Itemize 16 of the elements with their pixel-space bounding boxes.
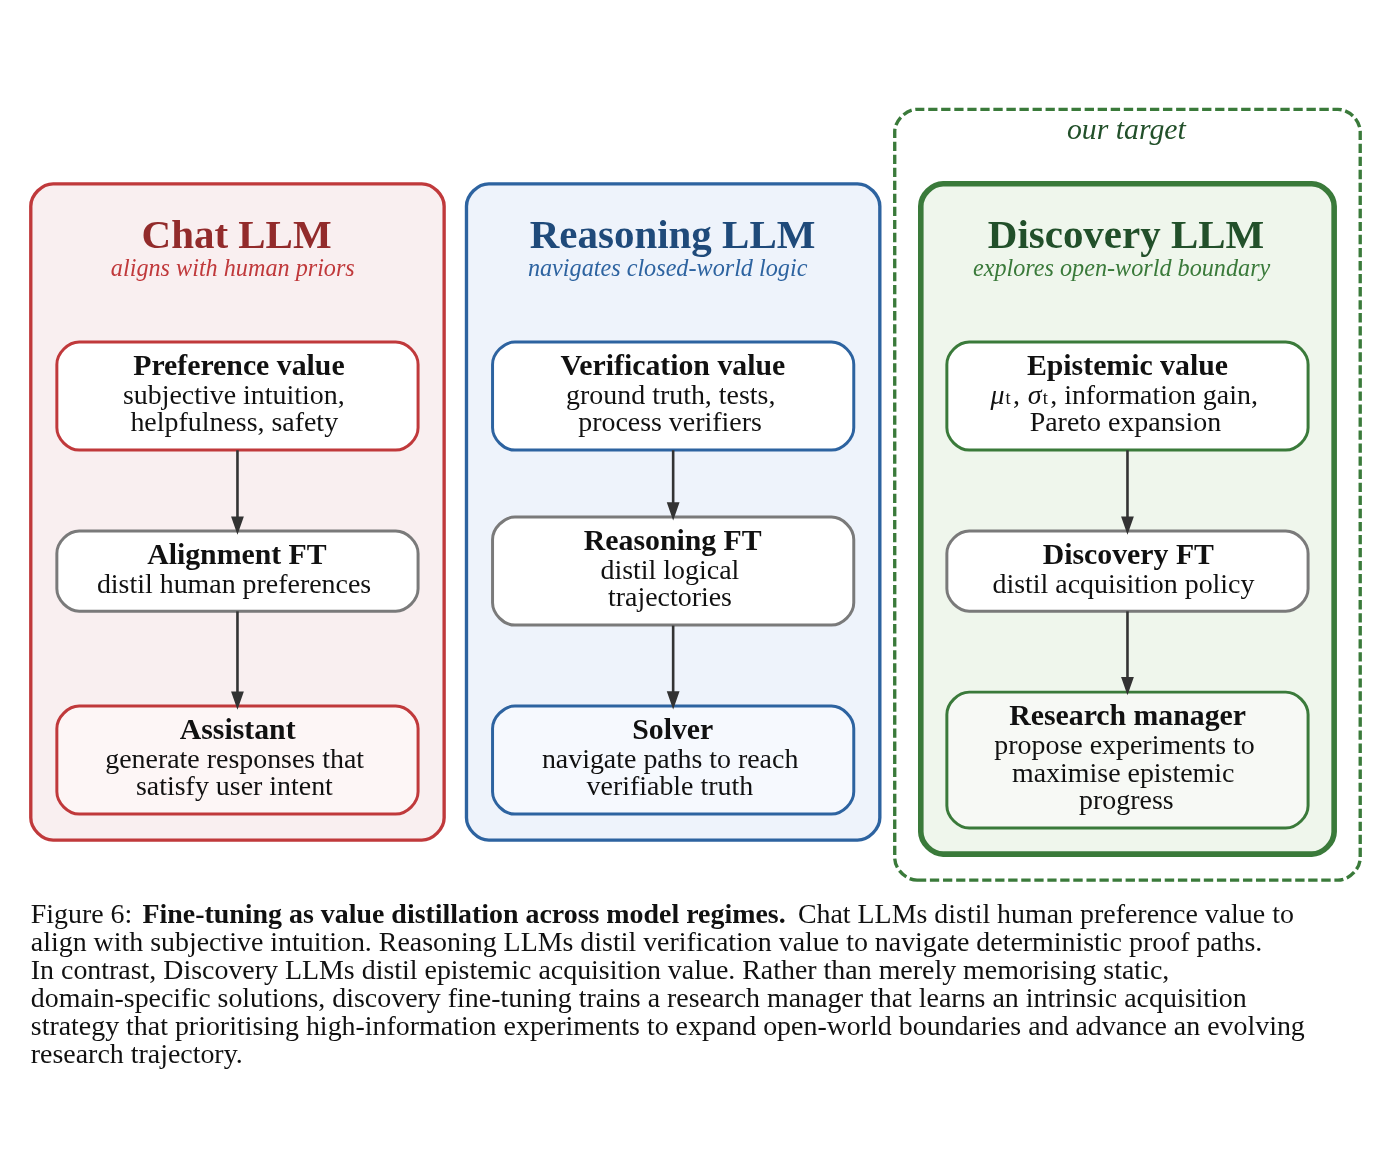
node-box: Alignment FT distil human preferences (55, 529, 420, 613)
node-box: Solver navigate paths to reach verifiable truth (491, 704, 856, 816)
caption: Figure 6: Fine-tuning as value distillation across model regimes. Chat LLMs distil human preference value to align with subjective intuition. Reasoning LLMs distil verification value to navigate deterministic proof paths. In contrast, Discovery LLMs distil epistemic acquisition value. Rather than merely memorising static, domain-specific solutions, discovery fine-tuning trains a research manager that learns an intrinsic acquisition strategy that prioritising high-information experiments to expand open-world boundaries and advance an evolving research trajectory. (30, 897, 1305, 1069)
arrow (1121, 610, 1134, 695)
arrow (1121, 449, 1134, 535)
node-box: Reasoning FT distil logical trajectories (491, 515, 856, 627)
arrow (666, 449, 680, 521)
arrow (231, 449, 244, 535)
node-box: Assistant generate responses that satisfy user intent (55, 704, 420, 816)
arrow (231, 610, 244, 710)
node-box: Verification value ground truth, tests, process verifiers (491, 340, 856, 452)
node-box: Research manager propose experiments to maximise epistemic progress (945, 690, 1310, 830)
node-box: Preference value subjective intuition, helpfulness, safety (55, 340, 420, 452)
arrow (666, 625, 680, 709)
node-box: Epistemic value μt, σt, information gain, Pareto expansion (945, 340, 1310, 452)
node-box: Discovery FT distil acquisition policy (945, 529, 1310, 613)
